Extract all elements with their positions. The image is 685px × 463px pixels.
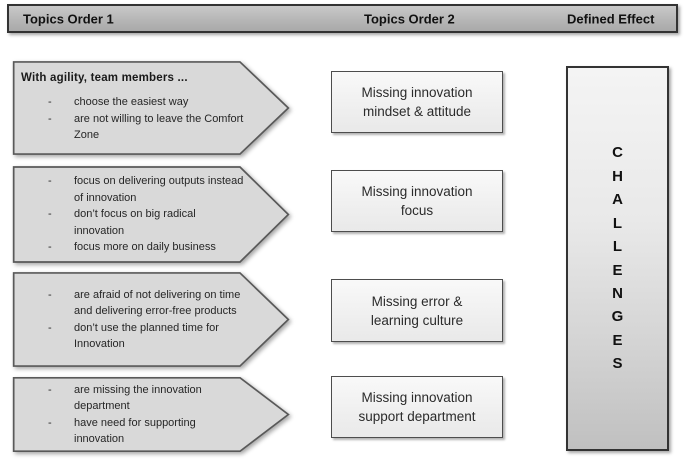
topic-arrow-agility-mindset: With agility, team members ... choose th… (12, 61, 290, 155)
header-bar: Topics Order 1 Topics Order 2 Defined Ef… (7, 4, 678, 33)
order2-box-support-department: Missing innovation support department (331, 376, 503, 438)
bullet-item: focus more on daily business (12, 239, 290, 256)
arrow-lead-text: With agility, team members ... (21, 72, 188, 85)
bullet-item: choose the easiest way (12, 94, 290, 111)
topic-arrow-support-department: are missing the innovation department ha… (12, 377, 290, 452)
challenges-box: CHALLENGES (566, 66, 669, 451)
bullet-list: are afraid of not delivering on time and… (12, 287, 290, 353)
arrow-content: With agility, team members ... choose th… (12, 61, 290, 155)
bullet-item: don’t focus on big radical innovation (12, 206, 290, 239)
box-label: Missing error & learning culture (370, 293, 464, 328)
challenges-vertical-word: CHALLENGES (611, 144, 624, 373)
bullet-item: have need for supporting innovation (12, 415, 290, 448)
column-header-topics-order-1: Topics Order 1 (23, 11, 114, 26)
topic-arrow-error-culture: are afraid of not delivering on time and… (12, 272, 290, 367)
bullet-item: are missing the innovation department (12, 382, 290, 415)
bullet-item: focus on delivering outputs instead of i… (12, 173, 290, 206)
bullet-list: are missing the innovation department ha… (12, 382, 290, 448)
box-label: Missing innovation mindset & attitude (361, 85, 473, 119)
order2-box-innovation-focus: Missing innovation focus (331, 170, 503, 232)
box-label: Missing innovation focus (361, 184, 473, 218)
bullet-list: focus on delivering outputs instead of i… (12, 173, 290, 256)
bullet-item: don’t use the planned time for Innovatio… (12, 320, 290, 353)
order2-box-mindset-attitude: Missing innovation mindset & attitude (331, 71, 503, 133)
arrow-content: are missing the innovation department ha… (12, 377, 290, 452)
column-header-defined-effect: Defined Effect (567, 11, 655, 26)
topic-arrow-innovation-focus: focus on delivering outputs instead of i… (12, 166, 290, 263)
column-header-topics-order-2: Topics Order 2 (364, 11, 455, 26)
box-label: Missing innovation support department (358, 390, 476, 424)
arrow-content: are afraid of not delivering on time and… (12, 272, 290, 367)
order2-box-error-learning-culture: Missing error & learning culture (331, 279, 503, 342)
bullet-list: choose the easiest way are not willing t… (12, 94, 290, 144)
arrow-content: focus on delivering outputs instead of i… (12, 166, 290, 263)
bullet-item: are afraid of not delivering on time and… (12, 287, 290, 320)
bullet-item: are not willing to leave the Comfort Zon… (12, 111, 290, 144)
